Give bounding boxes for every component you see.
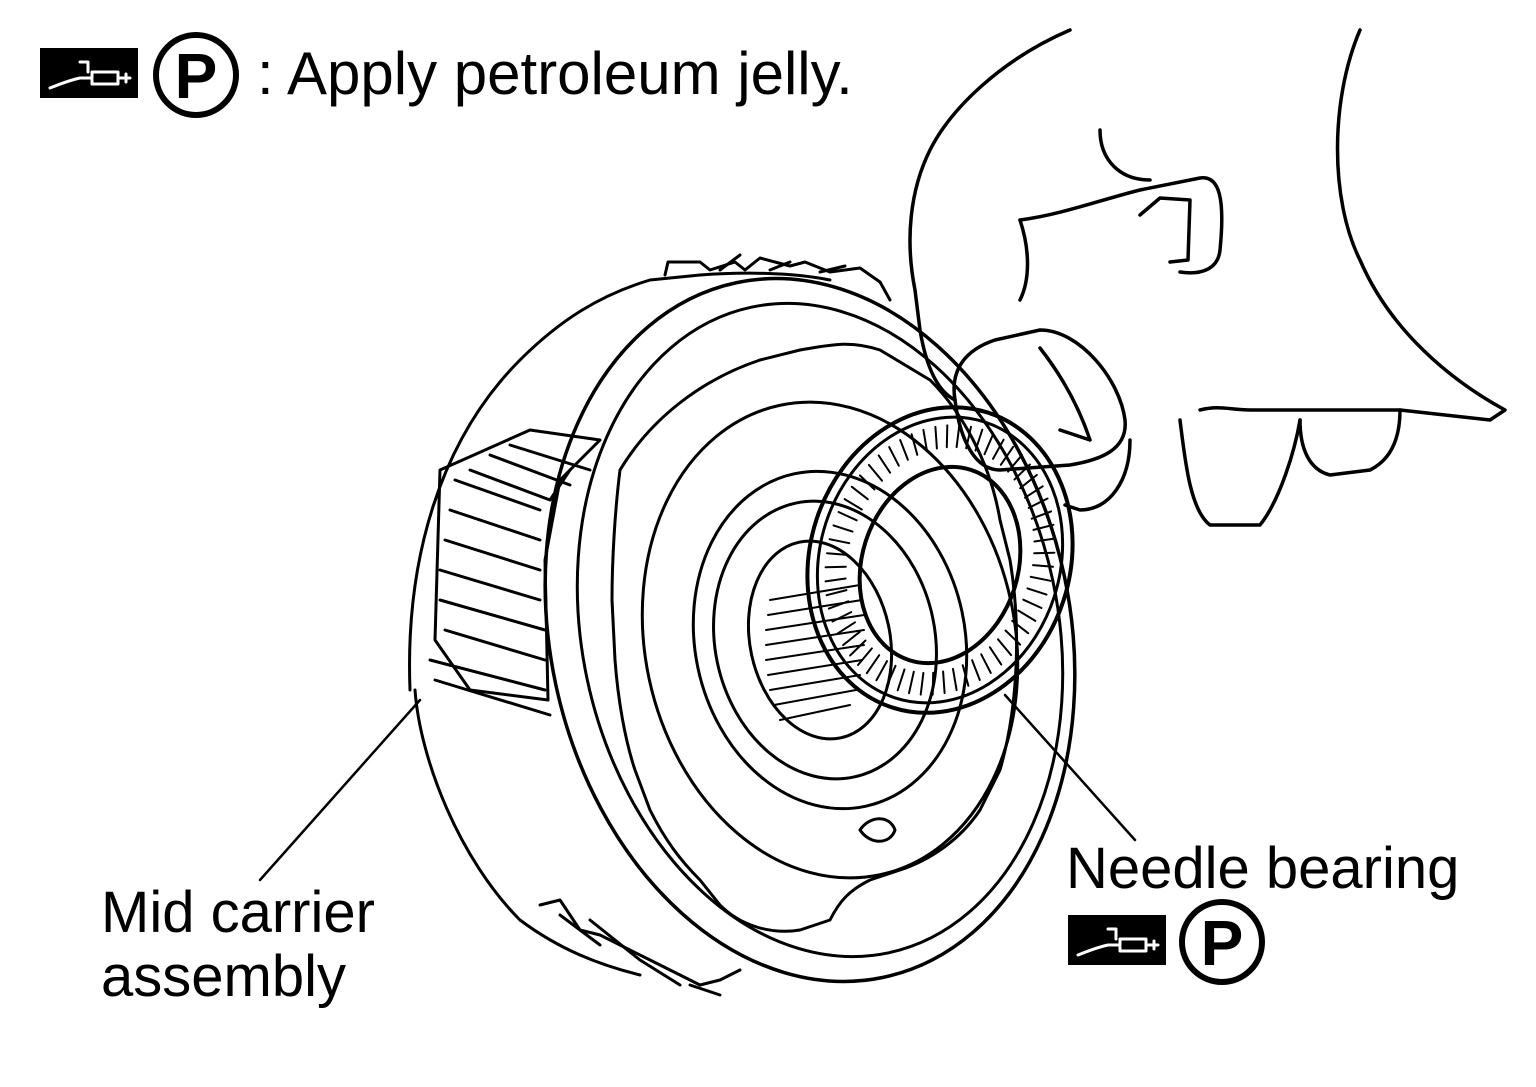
bearing-needle-mark (896, 668, 906, 692)
mid-carrier-assembly (408, 253, 1077, 997)
hand-illustration (908, 28, 1507, 527)
bearing-needle-mark (828, 538, 851, 545)
bearing-needle-mark (836, 621, 856, 635)
bearing-needle-mark (867, 463, 883, 482)
mid-carrier-label-line2: assembly (101, 944, 346, 1009)
bearing-needle-mark (971, 659, 981, 681)
legend-text: : Apply petroleum jelly. (257, 40, 853, 107)
bearing-needle-mark (1030, 510, 1053, 520)
bearing-needle-mark (1032, 564, 1054, 568)
bearing-needle-mark (988, 646, 1003, 666)
bearing-needle-mark (1029, 575, 1052, 582)
bearing-needle-mark (992, 438, 1005, 460)
bearing-needle-mark (865, 654, 881, 675)
bearing-needle-mark (824, 565, 847, 569)
needle-bearing-leader-line (1003, 693, 1137, 842)
needle-bearing-p-symbol-icon: P (1179, 899, 1265, 985)
pinion-gear-left (428, 428, 602, 717)
bearing-needle-mark (885, 664, 897, 687)
bearing-needle-mark (934, 425, 938, 450)
bearing-needle-mark (842, 630, 861, 647)
bearing-needle-mark (899, 439, 909, 461)
bearing-needle-mark (824, 577, 847, 583)
legend-grease-gun-icon (40, 48, 138, 98)
bearing-needle-mark (877, 454, 892, 474)
needle-bearing-part (805, 405, 1075, 715)
bearing-needle-mark (1032, 523, 1055, 531)
bearing-needle-mark (827, 600, 850, 610)
bearing-needle-mark (843, 498, 863, 511)
bearing-needle-mark (831, 611, 853, 623)
bearing-needle-mark (1033, 551, 1056, 555)
bearing-needle-mark (875, 660, 888, 682)
bearing-needle-mark (1026, 587, 1048, 596)
bearing-needle-mark (922, 428, 928, 453)
bearing-needle-mark (826, 552, 848, 556)
bearing-needle-mark (1004, 629, 1022, 646)
bearing-needle-mark (888, 446, 900, 467)
bearing-needle-mark (1019, 473, 1038, 490)
bearing-needle-mark (942, 670, 946, 695)
bearing-needle-mark (858, 474, 876, 491)
needle-bearing-grease-gun-icon (1068, 915, 1166, 965)
mid-carrier-leader-line (258, 698, 422, 882)
bearing-needle-mark (1022, 598, 1043, 609)
bearing-needle-mark (952, 667, 958, 692)
bearing-needle-mark (1011, 619, 1030, 635)
bearing-needle-mark (974, 428, 984, 452)
bearing-needle-mark (910, 433, 919, 456)
bearing-needle-mark (931, 671, 935, 696)
bearing-needle-mark (961, 664, 970, 687)
bearing-needle-mark (983, 433, 995, 456)
bearing-needle-mark (980, 653, 992, 674)
bearing-needle-mark (857, 647, 873, 666)
bearing-needle-mark (850, 485, 869, 501)
bearing-needle-mark (1017, 609, 1037, 622)
bearing-needle-mark (1033, 537, 1056, 543)
bearing-needle-mark (908, 670, 915, 695)
bearing-needle-mark (1027, 497, 1049, 509)
legend-p-letter: P (175, 40, 218, 112)
bearing-needle-mark (825, 589, 848, 597)
bearing-needle-mark (999, 445, 1015, 466)
bearing-needle-mark (945, 424, 949, 449)
needle-bearing-p-letter: P (1201, 907, 1244, 979)
hub-splines (765, 584, 865, 721)
mid-carrier-label-line1: Mid carrier (101, 880, 375, 945)
bearing-needle-mark (919, 671, 925, 696)
needle-bearing-label: Needle bearing (1066, 836, 1460, 901)
bearing-needle-mark (1024, 485, 1044, 499)
bearing-needle-mark (832, 524, 854, 533)
bearing-needle-mark (849, 639, 867, 657)
bearing-needle-mark (997, 638, 1013, 657)
legend-p-symbol-icon: P (153, 32, 239, 118)
bearing-needle-mark (837, 511, 858, 522)
bearing-needle-mark (955, 424, 961, 449)
